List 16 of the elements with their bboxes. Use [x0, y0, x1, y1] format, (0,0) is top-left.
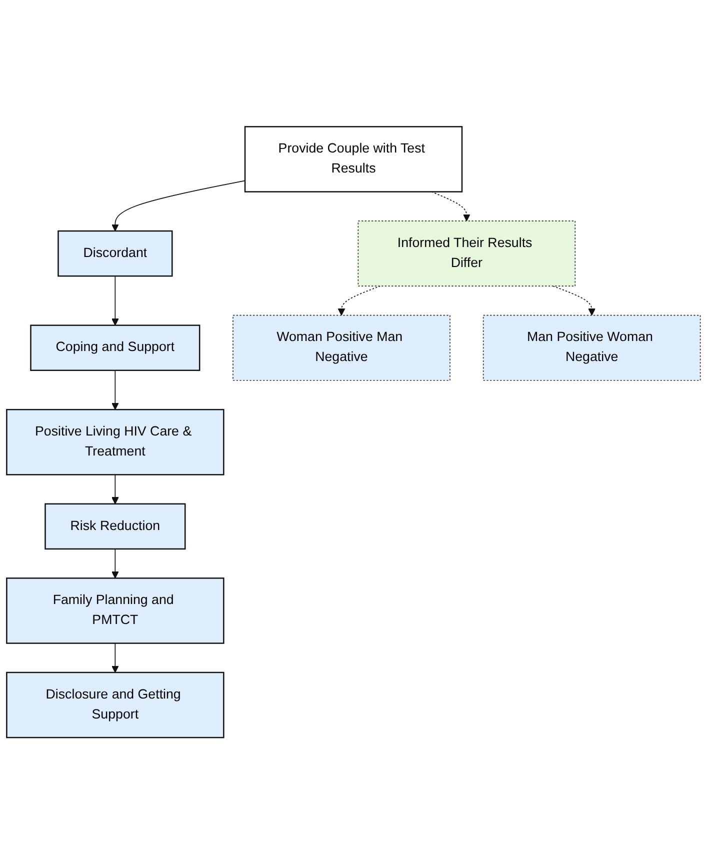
node-box: Informed Their Results Differ	[358, 220, 576, 287]
node-box: Woman Positive Man Negative	[232, 315, 450, 382]
arrow	[112, 276, 119, 326]
node-box: Coping and Support	[30, 325, 200, 372]
arrow	[112, 643, 119, 674]
node-box: Man Positive Woman Negative	[482, 315, 701, 382]
node-box: Family Planning and PMTCT	[6, 578, 224, 644]
arrow	[112, 548, 119, 579]
node-box: Disclosure and Getting Support	[6, 672, 224, 739]
arrow	[112, 474, 119, 505]
arrow	[112, 370, 119, 410]
node-box: Provide Couple with Test Results	[244, 126, 463, 193]
node-box: Positive Living HIV Care & Treatment	[6, 409, 224, 476]
node-box: Risk Reduction	[44, 504, 186, 550]
node-box: Discordant	[58, 230, 173, 278]
arrow	[112, 180, 246, 232]
